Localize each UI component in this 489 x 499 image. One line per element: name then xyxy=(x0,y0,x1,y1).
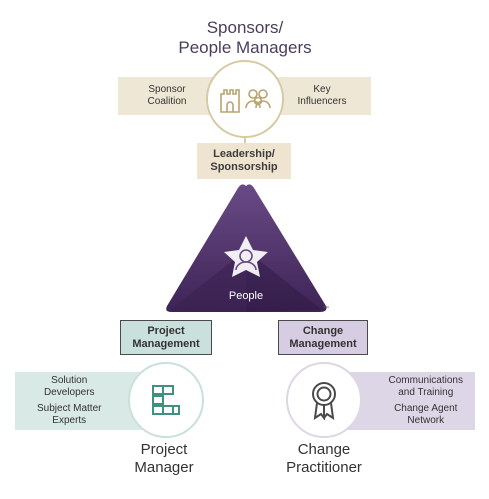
castle-icon xyxy=(220,89,240,113)
people-triangle xyxy=(166,184,327,312)
leadership-sponsorship-line2: Sponsorship xyxy=(210,161,278,173)
project-manager-title: Project Manager xyxy=(118,441,210,477)
star-person-icon xyxy=(224,236,268,277)
change-agent-network-line2: Network xyxy=(407,415,445,426)
sponsors-title-line2: People Managers xyxy=(178,38,312,57)
solution-developers-line2: Developers xyxy=(43,387,95,398)
leadership-sponsorship-label: Leadership/ Sponsorship xyxy=(197,143,291,179)
change-practitioner-line2: Practitioner xyxy=(286,459,362,476)
solution-developers-line1: Solution xyxy=(51,375,88,386)
project-management-line1: Project xyxy=(147,324,185,337)
change-management-line1: Change xyxy=(302,324,344,337)
blocks-icon xyxy=(152,385,180,415)
sponsor-coalition-line1: Sponsor xyxy=(148,84,186,95)
change-management-label: Change Management xyxy=(278,320,368,355)
project-manager-icon-circle xyxy=(128,362,204,438)
change-practitioner-title: Change Practitioner xyxy=(276,441,372,477)
triangle-shade-right xyxy=(246,250,322,312)
sponsor-icon-circle xyxy=(206,60,284,138)
change-management-line2: Management xyxy=(289,337,357,350)
subject-matter-experts-line1: Subject Matter xyxy=(37,403,102,414)
sponsors-title-line1: Sponsors/ xyxy=(206,18,284,37)
triangle-shade-left xyxy=(170,250,246,312)
communications-training-line1: Communications xyxy=(388,375,463,386)
communications-training-line2: and Training xyxy=(398,387,454,398)
key-influencers-line2: Influencers xyxy=(297,96,347,107)
key-influencers-box: Key Influencers xyxy=(273,77,371,115)
sponsor-icons xyxy=(220,89,271,113)
project-manager-line2: Manager xyxy=(134,459,194,476)
sponsors-title: Sponsors/ People Managers xyxy=(150,18,340,58)
key-influencers-line1: Key xyxy=(313,84,331,95)
project-manager-line1: Project xyxy=(140,441,188,458)
subject-matter-experts-line2: Experts xyxy=(52,415,87,426)
sponsor-coalition-box: Sponsor Coalition xyxy=(118,77,216,115)
change-practitioner-icon-circle xyxy=(286,362,362,438)
leadership-sponsorship-line1: Leadership/ xyxy=(213,148,275,160)
change-agent-network-line1: Change Agent xyxy=(394,403,458,414)
project-management-label: Project Management xyxy=(120,320,212,355)
trademark-mark: ™ xyxy=(323,306,329,312)
sponsor-coalition-line2: Coalition xyxy=(147,96,187,107)
people-label: People xyxy=(228,290,264,302)
change-practitioner-line1: Change xyxy=(297,441,351,458)
project-management-line2: Management xyxy=(132,337,200,350)
people-group-icon xyxy=(245,89,271,109)
award-ribbon-icon xyxy=(312,382,336,420)
